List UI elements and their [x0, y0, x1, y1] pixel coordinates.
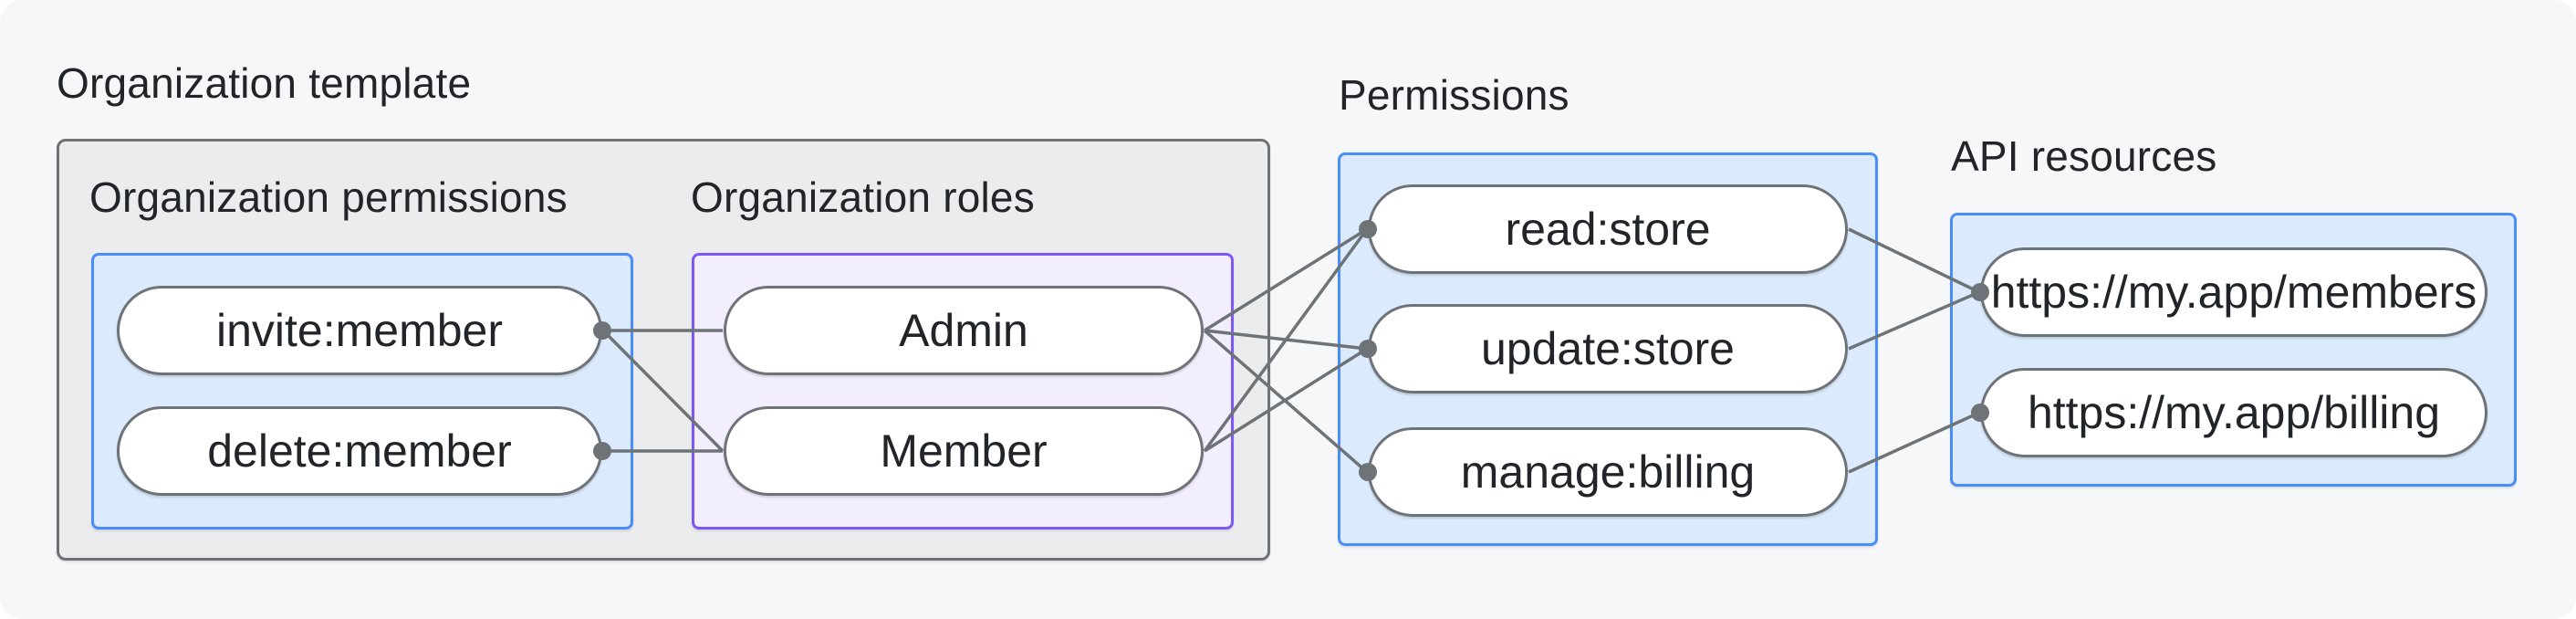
- node-delete-member-label: delete:member: [207, 425, 512, 477]
- node-admin: Admin: [724, 286, 1204, 375]
- api-resources-heading: API resources: [1951, 132, 2217, 180]
- node-update-store-label: update:store: [1481, 323, 1735, 374]
- node-api-members-label: https://my.app/members: [1990, 267, 2477, 318]
- node-admin-label: Admin: [899, 305, 1028, 356]
- org-roles-heading: Organization roles: [691, 173, 1035, 221]
- node-read-store-label: read:store: [1505, 204, 1711, 255]
- org-permissions-heading: Organization permissions: [89, 173, 568, 221]
- node-api-billing: https://my.app/billing: [1980, 368, 2487, 457]
- node-invite-member: invite:member: [117, 286, 602, 375]
- node-api-members: https://my.app/members: [1980, 247, 2487, 337]
- node-member: Member: [724, 406, 1204, 496]
- node-invite-member-label: invite:member: [216, 305, 503, 356]
- node-update-store: update:store: [1368, 304, 1848, 393]
- node-manage-billing-label: manage:billing: [1460, 446, 1756, 498]
- node-read-store: read:store: [1368, 184, 1848, 274]
- node-delete-member: delete:member: [117, 406, 602, 496]
- permissions-heading: Permissions: [1339, 71, 1570, 119]
- node-api-billing-label: https://my.app/billing: [2027, 387, 2441, 438]
- node-member-label: Member: [880, 425, 1048, 477]
- org-template-title: Organization template: [57, 59, 472, 107]
- node-manage-billing: manage:billing: [1368, 427, 1848, 517]
